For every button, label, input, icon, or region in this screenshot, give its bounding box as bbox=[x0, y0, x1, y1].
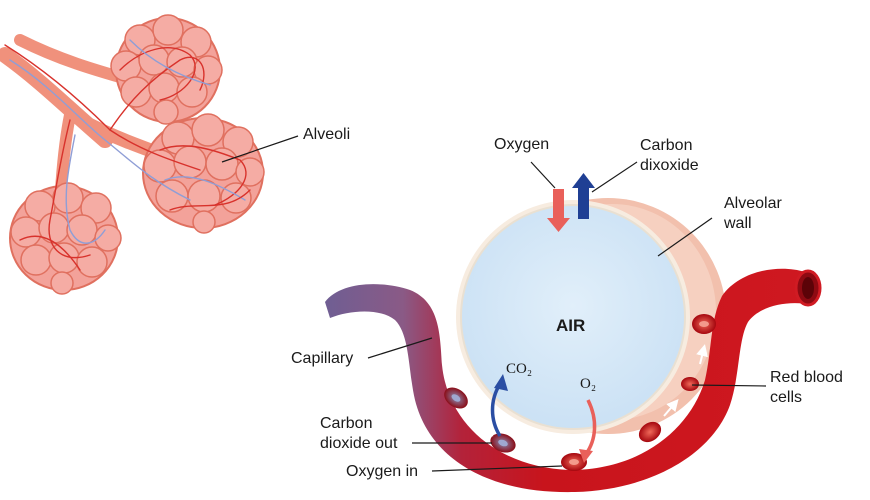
oxygen-arrow-head bbox=[547, 218, 570, 232]
o2-label: O₂ bbox=[580, 376, 596, 392]
carbon-dioxide-leader bbox=[591, 161, 638, 193]
oxygen-label: Oxygen bbox=[494, 136, 549, 153]
red-blood-cells-label-line2: cells bbox=[770, 389, 802, 406]
capillary-leader bbox=[367, 337, 433, 359]
carbon-dioxide-out-label-line1: Carbon bbox=[320, 415, 372, 432]
alveoli-illustration bbox=[0, 14, 265, 295]
oxygen-in-label: Oxygen in bbox=[346, 463, 418, 480]
blood-flow-arrows bbox=[475, 344, 708, 465]
capillary bbox=[325, 268, 812, 493]
alveoli-cluster-right bbox=[142, 113, 265, 234]
alveoli-blood-vessels bbox=[4, 39, 251, 271]
co2-arrow-head bbox=[572, 173, 595, 188]
alveolar-wall-leader bbox=[657, 217, 713, 257]
alveoli-leader bbox=[221, 135, 299, 163]
oxygen-arrow-shaft bbox=[553, 189, 564, 219]
air-label: AIR bbox=[556, 316, 585, 335]
alveolus-detail bbox=[325, 173, 822, 493]
alveolar-wall-label-line2: wall bbox=[723, 215, 752, 232]
capillary-label: Capillary bbox=[291, 350, 353, 367]
oxygen-leader bbox=[530, 161, 556, 189]
red-blood-cells bbox=[444, 314, 716, 471]
red-blood-cells-leader bbox=[691, 384, 767, 387]
co2-arrow-shaft bbox=[578, 187, 589, 219]
o2-entry-arrow bbox=[584, 399, 597, 456]
alveoli-label: Alveoli bbox=[303, 126, 350, 143]
carbon-dioxide-label-line1: Carbon bbox=[640, 137, 692, 154]
oxygen-in-leader bbox=[431, 465, 563, 472]
carbon-dioxide-out-label-line2: dioxide out bbox=[320, 435, 398, 452]
red-blood-cells-label-line1: Red blood bbox=[770, 369, 843, 386]
co2-label: CO₂ bbox=[506, 361, 532, 377]
carbon-dioxide-label-line2: dixoxide bbox=[640, 157, 699, 174]
alveoli-cluster-bottom bbox=[9, 182, 122, 295]
alveolar-wall-label-line1: Alveolar bbox=[724, 195, 782, 212]
